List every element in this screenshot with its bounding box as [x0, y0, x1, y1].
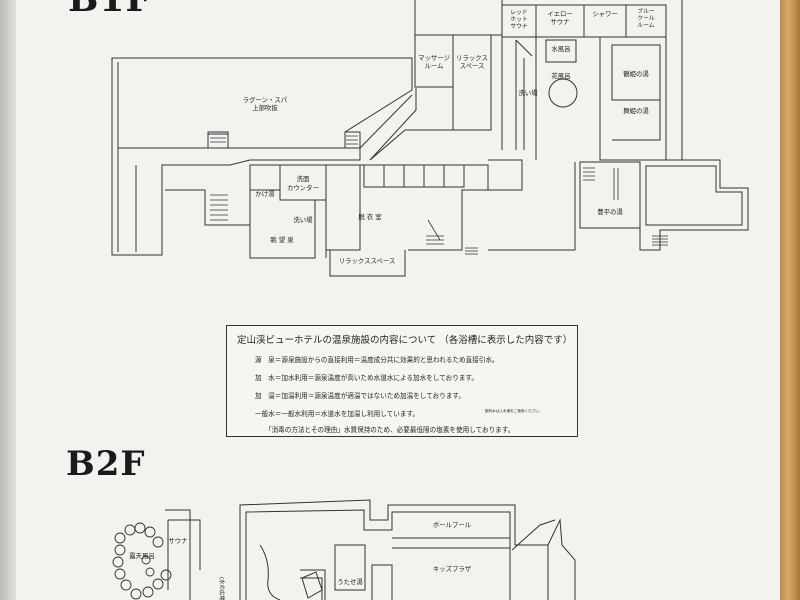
notice-line-gensen: 源 泉＝源泉施設からの直接利用＝温度成分共に効果的と思われるため直接引水。 — [255, 356, 499, 364]
room-tsuruhime: 鶴姫の湯 — [623, 69, 649, 78]
notice-line-kaon: 加 温＝加温利用＝源泉温度が適温ではないため加温をしております。 — [255, 392, 465, 400]
floor-label-b1f: B1F — [68, 0, 152, 20]
room-blue-cool-2: クール — [637, 15, 655, 22]
room-senmen-sub: カウンター — [287, 183, 319, 192]
room-massage: マッサージ — [418, 54, 450, 62]
room-red-hot-sauna-3: サウナ — [510, 22, 528, 30]
room-houhei: 豊平の湯 — [597, 207, 623, 216]
room-araiba-lower: 洗い場 — [293, 215, 313, 224]
room-senmen: 洗面 — [297, 174, 310, 183]
room-choboburo: 眺 望 泉 — [270, 235, 294, 244]
notice-line-ippansui: 一般水＝一般水利用＝水道水を加温し利用しています。 — [255, 410, 419, 418]
wooden-frame — [780, 0, 800, 600]
room-shower: シャワー — [592, 10, 618, 18]
hot-spring-info-notice: 定山渓ビューホテルの温泉施設の内容について （各浴槽に表示した内容です） 源 泉… — [226, 325, 578, 437]
room-blue-cool-3: ルーム — [637, 22, 654, 29]
room-red-hot-sauna-2: ホット — [510, 16, 527, 23]
room-hanaburo: 花風呂 — [551, 71, 570, 80]
room-mizuburo: 水風呂 — [551, 44, 570, 53]
room-datsuijo: 脱 衣 室 — [358, 212, 382, 221]
b2f-ball-pool: ボールプール — [433, 521, 472, 529]
room-relax-upper-sub: スペース — [460, 62, 485, 70]
room-kakeyu: かけ湯 — [255, 189, 275, 198]
notice-line-kasui: 加 水＝加水利用＝源泉温度が高いため水道水による加水をしております。 — [255, 374, 478, 382]
notice-title: 定山渓ビューホテルの温泉施設の内容について （各浴槽に表示した内容です） — [237, 335, 573, 346]
notice-fine-print: 飲料水は上水道をご使用ください。 — [485, 409, 543, 413]
room-red-hot-sauna-1: レッド — [510, 10, 528, 16]
b2f-vertical-label: (水の広場) — [218, 577, 226, 600]
room-massage-sub: ルーム — [425, 62, 444, 70]
b2f-rotenburo: 露天風呂 — [129, 552, 155, 560]
room-blue-cool-1: ブルー — [637, 7, 655, 15]
room-relax-lower: リラックススペース — [339, 257, 396, 265]
wall-left — [0, 0, 16, 600]
floor-label-b2f: B2F — [66, 444, 146, 484]
room-yellow-sauna: イエロー — [547, 10, 573, 18]
room-araiba-upper: 洗い場 — [518, 88, 538, 97]
room-relax-upper: リラックス — [456, 54, 488, 62]
room-lagoon-spa-sub: 上部吹抜 — [252, 103, 278, 112]
room-lagoon-spa: ラグーン・スパ — [243, 95, 288, 104]
b2f-utaseyu: うたせ湯 — [337, 577, 363, 586]
notice-line-disinfection: 「消毒の方法とその理由」水質保持のため、必要最低限の塩素を使用しております。 — [265, 426, 515, 434]
b2f-sauna: サウナ — [168, 537, 187, 545]
room-maihime: 舞姫の湯 — [623, 106, 649, 115]
b2f-kids-plaza: キッズプラザ — [433, 564, 472, 573]
room-yellow-sauna-sub: サウナ — [550, 18, 569, 26]
